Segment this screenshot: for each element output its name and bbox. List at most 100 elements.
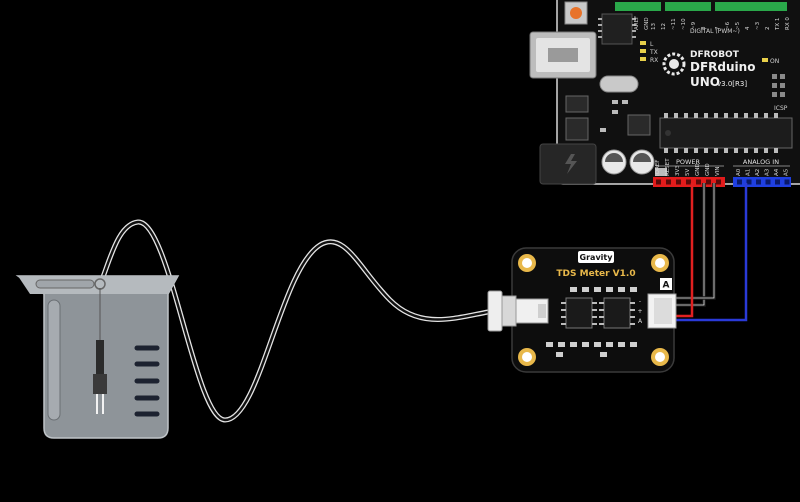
digital-pin-label: 8	[701, 26, 707, 30]
vcc-wire	[675, 183, 694, 318]
analog-pin-label: A3	[765, 168, 771, 176]
power-pin-hole	[666, 179, 671, 185]
board-name: DFRduino	[690, 60, 755, 74]
digital-pin-label: 2	[765, 27, 771, 31]
probe-cable-core	[98, 220, 489, 422]
smd-parts	[600, 100, 667, 176]
pin-label-signal: A	[638, 318, 643, 325]
analog-pin-label: A2	[755, 169, 761, 176]
analog-pin-label: A1	[746, 169, 752, 176]
connector-mark-badge	[660, 278, 672, 290]
on-led	[762, 58, 768, 62]
digital-pin-label: ~5	[735, 21, 741, 30]
analog-pin-hole	[784, 179, 790, 185]
gnd-top-label: GND	[644, 17, 650, 30]
analog-pin-hole	[765, 179, 771, 185]
digital-pin-labels: 13 12 ~11 ~10 ~9 8 7 ~6 ~5 4 ~3 2 TX 1 RX 0	[651, 17, 791, 31]
digital-pin-label: ~3	[755, 21, 761, 30]
gnd-wire-2-outline	[675, 183, 715, 299]
capacitors	[601, 149, 655, 175]
usb-chip	[598, 13, 636, 45]
icsp-header	[772, 74, 785, 97]
signal-wire	[675, 183, 748, 322]
analog-pin-hole	[737, 179, 742, 185]
power-pin-label: GND	[695, 163, 701, 176]
tds-probe	[93, 288, 107, 414]
power-pin-label: VIN	[715, 167, 721, 177]
board-brand: DFROBOT	[690, 50, 740, 60]
digital-pin-label: TX 1	[775, 18, 781, 31]
pin-label-gnd: -	[639, 298, 641, 305]
sensor-chip-left	[561, 297, 597, 329]
board-version: v3.0[R3]	[717, 80, 747, 88]
digital-pin-label: 7	[715, 26, 721, 30]
tx-led-label: TX	[649, 49, 658, 56]
sensor-brand: Gravity	[580, 253, 614, 262]
digital-pin-label: 4	[745, 26, 751, 30]
analog-pin-hole	[775, 179, 780, 185]
dfrobot-gear-icon	[662, 52, 686, 76]
sensor-title: TDS Meter V1.0	[556, 269, 635, 279]
on-label: ON	[770, 58, 779, 65]
analog-pin-label: A0	[736, 168, 742, 176]
digital-pin-label: ~6	[725, 21, 731, 30]
power-pin-label: IOREF	[655, 160, 661, 176]
probe-connector	[487, 290, 549, 332]
analog-label: ANALOG IN	[743, 158, 779, 166]
digital-pin-label: ~11	[671, 18, 677, 30]
header-holes	[656, 179, 790, 185]
gravity-badge	[578, 251, 614, 263]
output-connector	[647, 293, 677, 329]
analog-pin-hole	[746, 179, 752, 185]
arduino-board: DFROBOT DFRduino UNO v3.0[R3] DIGITAL (P…	[529, 0, 800, 187]
digital-pin-label: 12	[661, 23, 667, 30]
analog-pin-label: A4	[774, 168, 780, 176]
dc-jack	[539, 143, 597, 185]
usb-port	[529, 31, 597, 79]
power-pin-labels: IOREF RESET 3V3 5V GND GND VIN	[655, 158, 721, 176]
mounting-holes	[518, 254, 669, 366]
small-chip	[627, 114, 651, 136]
power-bolt-icon	[565, 154, 577, 174]
digital-pin-label: ~10	[681, 18, 687, 30]
l-led-label: L	[650, 41, 654, 48]
pin-label-vcc: +	[637, 308, 642, 315]
digital-header	[615, 2, 787, 11]
digital-label: DIGITAL (PWM~)	[690, 28, 740, 35]
reset-button	[564, 1, 588, 25]
status-leds	[640, 41, 768, 62]
aref-label: AREF	[634, 16, 640, 30]
regulator-large	[565, 117, 589, 141]
rx-led-label: RX	[650, 57, 658, 64]
power-pin-label: 3V3	[675, 165, 681, 176]
analog-pin-label: A5	[784, 168, 790, 176]
power-pin-label: GND	[705, 163, 711, 176]
sensor-chip-right	[599, 297, 635, 329]
connector-mark: A	[663, 281, 670, 291]
voltage-regulator	[565, 95, 589, 113]
power-pin-hole	[696, 179, 701, 185]
digital-pin-label: RX 0	[785, 17, 791, 30]
power-pin-hole	[716, 179, 721, 185]
power-pin-hole	[686, 179, 691, 185]
analog-pin-hole	[756, 179, 761, 185]
power-pin-label: 5V	[685, 169, 691, 176]
icsp-label: ICSP	[774, 105, 788, 112]
power-pin-label: RESET	[665, 158, 671, 176]
gnd-wire-outline	[675, 183, 705, 306]
board-model: UNO	[690, 75, 720, 89]
crystal	[599, 75, 639, 93]
wires	[97, 183, 748, 423]
digital-pin-label: ~9	[691, 21, 697, 30]
beaker-highlight	[47, 299, 61, 421]
digital-pin-label: 13	[651, 23, 657, 30]
beaker	[15, 275, 180, 439]
power-pin-hole	[706, 179, 711, 185]
gnd-wire	[675, 183, 706, 307]
power-label: POWER	[676, 158, 701, 166]
sensor-smd-parts	[546, 287, 637, 357]
beaker-graduations	[134, 345, 160, 417]
gnd-wire-2	[675, 183, 716, 300]
